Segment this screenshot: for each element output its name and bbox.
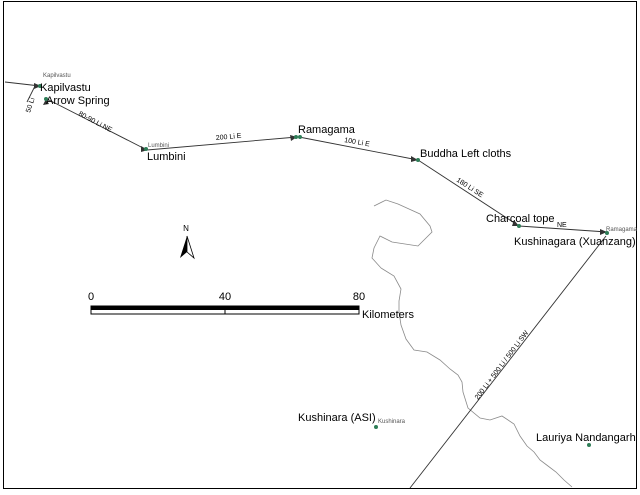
route-arrow-lumbini (46, 98, 148, 151)
scale-bar: 0 40 80 Kilometers (88, 291, 415, 321)
point-kapilvastu[interactable] (38, 84, 42, 88)
arrowhead-kushinagara (600, 229, 607, 235)
route-ramagama-cloths (298, 136, 419, 161)
label-ramagama-small: Ramagama (606, 227, 638, 233)
label-lumbini-small: Lumbini (148, 143, 169, 149)
label-ramagama: Ramagama (298, 124, 356, 136)
route-label-kap-arrow: 50 Li (25, 97, 36, 114)
route-lumbini-ramagama (146, 136, 298, 151)
point-lauriya-nandangarh[interactable] (587, 443, 591, 447)
point-lumbini[interactable] (144, 147, 148, 151)
scale-unit: Kilometers (362, 309, 414, 321)
label-buddha-left-cloths: Buddha Left cloths (420, 148, 512, 160)
map-frame (3, 1, 637, 489)
label-kapilvastu: Kapilvastu (40, 82, 91, 94)
point-kushinagara-xuanzang[interactable] (605, 231, 609, 235)
route-southwest (409, 235, 607, 489)
label-lumbini: Lumbini (147, 151, 186, 163)
route-label-lumbini-ramagama: 200 Li E (216, 133, 243, 142)
point-ramagama[interactable] (294, 135, 298, 139)
scale-tick-0: 0 (88, 291, 94, 303)
label-charcoal-tope: Charcoal tope (486, 213, 555, 225)
label-kushinara-asi: Kushinara (ASI) (298, 412, 376, 424)
label-arrow-spring: Arrow Spring (46, 95, 110, 107)
point-buddha-left-cloths[interactable] (416, 158, 420, 162)
scale-tick-40: 40 (219, 291, 231, 303)
route-label-cloths-charcoal: 180 Li SE (455, 177, 485, 200)
label-lauriya-nandangarh: Lauriya Nandangarh (536, 432, 636, 444)
north-label: N (183, 224, 189, 233)
route-cloths-charcoal (417, 159, 520, 227)
route-lines (4, 81, 608, 489)
arrowhead-kap (34, 83, 41, 89)
route-label-ramagama-cloths: 100 Li E (344, 137, 371, 148)
point-charcoal-tope[interactable] (517, 224, 521, 228)
arrowhead-arrow-spring (43, 99, 49, 105)
point-kushinara-asi[interactable] (374, 425, 378, 429)
route-label-southwest: 200 Li + 500 Li / 500 Li SW (474, 329, 531, 401)
site-points (38, 84, 609, 447)
scale-tick-80: 80 (353, 291, 365, 303)
route-label-charcoal-kushinagara: NE (557, 222, 567, 229)
route-charcoal-kushinagara (518, 225, 608, 233)
arrowhead-charcoal (512, 220, 519, 226)
label-kushinara-small: Kushinara (378, 419, 406, 425)
point-arrow-spring[interactable] (44, 97, 48, 101)
label-kapilvastu-small: Kapilvastu (43, 73, 71, 79)
route-label-arrow-lumbini: 80-90 Li NE (77, 111, 113, 135)
river (371, 199, 573, 488)
label-kushinagara-xuanzang: Kushinagara (Xuanzang) (514, 236, 636, 248)
north-arrow-icon: N (180, 224, 195, 260)
point-ramagama-b[interactable] (298, 135, 302, 139)
